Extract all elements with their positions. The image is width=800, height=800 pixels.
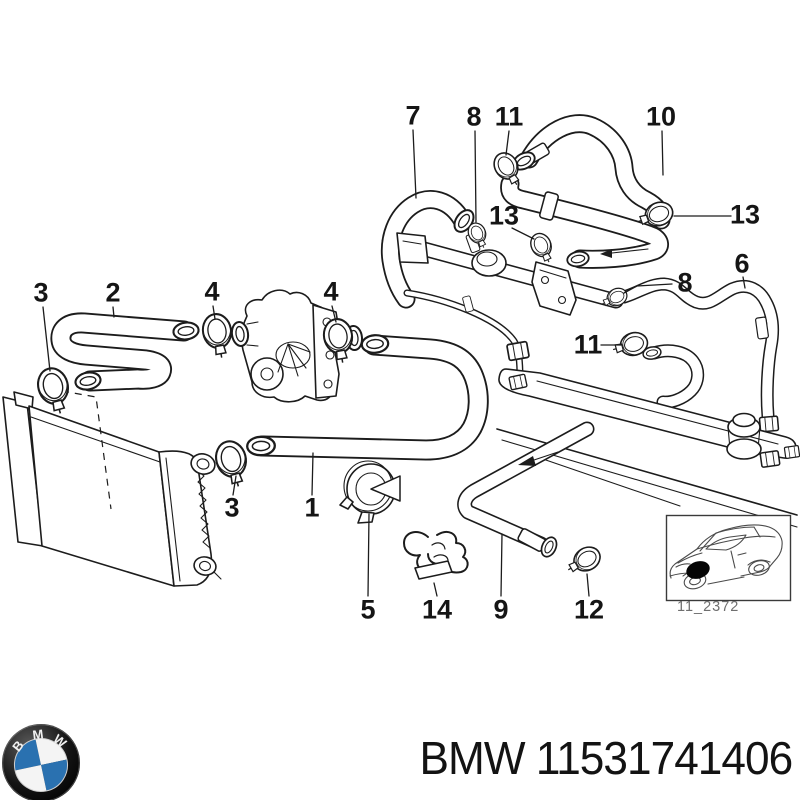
bmw-logo-letter-m: M [32, 726, 45, 742]
callout-4-right: 4 [323, 276, 339, 307]
callout-10: 10 [645, 101, 677, 132]
callout-14: 14 [421, 594, 453, 625]
callout-13-middle: 13 [488, 200, 520, 231]
callout-8-middle: 8 [677, 267, 693, 298]
part-location-dot [686, 561, 710, 579]
inset-caption: 11_2372 [677, 599, 739, 615]
rail-bolt-right [759, 449, 781, 469]
radiator-fins [196, 469, 211, 549]
rail-bolt-left [508, 373, 528, 391]
brand-name: BMW [419, 732, 525, 784]
radiator-bottom-port [193, 556, 217, 576]
callout-3-left: 3 [33, 277, 49, 308]
hose-connector-short [641, 344, 705, 409]
callout-1: 1 [304, 492, 320, 523]
callout-9: 9 [493, 594, 509, 625]
car-silhouette [669, 524, 783, 590]
water-pipe-assembly [396, 232, 624, 316]
hose-7 [380, 190, 479, 309]
clamp-12 [561, 541, 606, 581]
callout-13-right: 13 [729, 199, 761, 230]
flow-arrow-lower [518, 451, 559, 466]
vent-pipe [403, 289, 531, 383]
callout-2: 2 [105, 277, 121, 308]
radiator-hidden-edge [61, 390, 112, 510]
part-number: 11531741406 [535, 732, 793, 784]
callout-11-middle: 11 [573, 329, 603, 360]
callout-3-bottom: 3 [224, 492, 240, 523]
hose-1-end-left [245, 435, 277, 457]
callout-6: 6 [734, 248, 750, 279]
callout-4-left: 4 [204, 276, 220, 307]
diagram-canvas: 11_2372 [2, 114, 800, 615]
hose-9 [457, 421, 595, 560]
bmw-roundel-quarters [14, 738, 68, 792]
pipe-union-nut [505, 340, 531, 362]
flow-arrow-upper [600, 248, 649, 258]
clamp-bracket-5 [339, 460, 401, 524]
bmw-logo: B M W [2, 724, 80, 800]
clamp-4-left [199, 310, 237, 362]
callout-7: 7 [405, 100, 421, 131]
hose-1-end-right [360, 333, 390, 355]
callout-12: 12 [573, 594, 605, 625]
part-number-title: BMW 11531741406 [419, 732, 793, 784]
radiator-top-port [190, 453, 216, 475]
holder-clip-14 [403, 531, 469, 580]
car-position-inset: 11_2372 [665, 514, 792, 615]
hose-2-upper-radiator [50, 312, 201, 393]
hose-6-union-nut [758, 415, 780, 433]
rail-port [726, 412, 762, 460]
leader-lines [42, 129, 746, 597]
radiator [2, 390, 222, 587]
callout-8-top: 8 [466, 101, 482, 132]
callout-11-top: 11 [494, 101, 524, 132]
hose-1-lower-radiator [245, 333, 489, 461]
pump-pulley [250, 357, 284, 391]
callout-5: 5 [360, 594, 376, 625]
clamp-13-middle [526, 229, 559, 267]
